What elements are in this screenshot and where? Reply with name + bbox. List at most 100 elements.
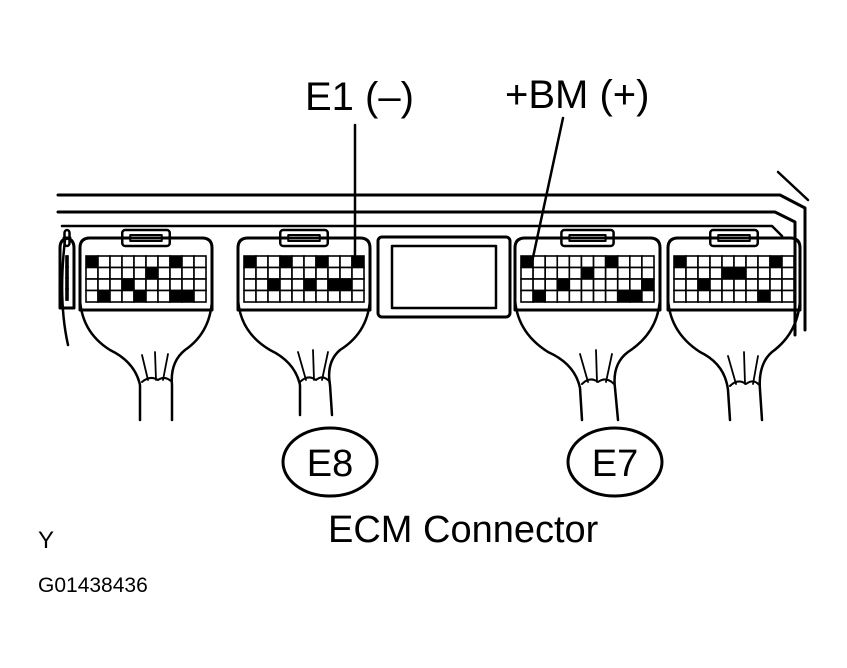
- connector-pin: [616, 266, 631, 280]
- e1-terminal-label: E1 (–): [305, 75, 414, 119]
- connector-pin: [303, 278, 317, 292]
- connector-pin: [315, 278, 329, 292]
- connector-pin: [279, 289, 293, 303]
- connector-pin: [757, 255, 771, 269]
- connector-pin: [181, 266, 195, 280]
- connector-pin: [169, 289, 183, 303]
- connector-pin: [781, 255, 795, 269]
- connector-shell: [236, 236, 372, 312]
- connector-pin: [169, 255, 183, 269]
- connector-pin: [291, 255, 305, 269]
- connector-pin: [157, 278, 171, 292]
- connector-pin: [685, 266, 699, 280]
- connector-pin: [641, 278, 655, 292]
- connector-pin: [243, 255, 257, 269]
- connector-pin: [745, 289, 759, 303]
- connector-pin: [133, 266, 147, 280]
- connector-latch-slot: [717, 234, 751, 242]
- connector-pin: [85, 266, 99, 280]
- connector-pin: [604, 289, 619, 303]
- diagram-caption: ECM Connector: [328, 509, 599, 551]
- connector-left-partial: [58, 228, 76, 310]
- connector-pin: [327, 278, 341, 292]
- connector-pin: [109, 278, 123, 292]
- connector-latch: [120, 228, 172, 248]
- connector-pin: [733, 278, 747, 292]
- connector-pin: [339, 289, 353, 303]
- connector-pin: [255, 266, 269, 280]
- connector-pin: [109, 255, 123, 269]
- connector-pin: [157, 266, 171, 280]
- connector-pin: [255, 255, 269, 269]
- figure-code: G01438436: [38, 574, 148, 597]
- connector-pin: [145, 278, 159, 292]
- connector-pin: [303, 289, 317, 303]
- connector-pin: [568, 278, 583, 292]
- connector-pin: [769, 289, 783, 303]
- wire-harness-e7: [513, 288, 662, 422]
- connector-pin: [327, 289, 341, 303]
- connector-pin: [685, 278, 699, 292]
- connector-pin: [243, 289, 257, 303]
- connector-pin: [193, 278, 207, 292]
- connector-pin: [745, 278, 759, 292]
- connector-pin: [733, 289, 747, 303]
- connector-pin: [109, 289, 123, 303]
- connector-pin: [781, 278, 795, 292]
- connector-pin: [267, 278, 281, 292]
- connector-latch: [708, 228, 760, 248]
- connector-pin: [255, 289, 269, 303]
- connector-pin: [709, 289, 723, 303]
- connector-pin: [580, 266, 595, 280]
- connector-pin: [673, 266, 687, 280]
- connector-pin: [757, 266, 771, 280]
- connector-pin: [327, 255, 341, 269]
- connector-block: [666, 228, 802, 312]
- connector-pin: [604, 255, 619, 269]
- connector-pin: [745, 255, 759, 269]
- connector-e8-block: [236, 228, 372, 312]
- connector-pin: [556, 289, 571, 303]
- connector-pin: [580, 289, 595, 303]
- connector-pin: [267, 289, 281, 303]
- connector-pin: [697, 289, 711, 303]
- wire-harness-left-partial: [60, 238, 70, 347]
- connector-pin: [532, 266, 546, 280]
- connector-latch: [278, 228, 330, 248]
- connector-pin: [169, 278, 183, 292]
- connector-pin: [291, 278, 305, 292]
- connector-pin: [641, 255, 655, 269]
- connector-pin: [781, 266, 795, 280]
- connector-pin: [673, 289, 687, 303]
- connector-pin: [532, 289, 546, 303]
- connector-pin: [66, 266, 69, 279]
- connector-pin: [339, 266, 353, 280]
- connector-pin: [709, 278, 723, 292]
- connector-pin: [267, 266, 281, 280]
- connector-pin: [145, 289, 159, 303]
- connector-pin: [133, 278, 147, 292]
- connector-pin: [121, 255, 135, 269]
- connector-pin: [532, 255, 546, 269]
- connector-pin: [580, 255, 595, 269]
- connector-latch-slot: [129, 234, 163, 242]
- connector-pin: [532, 278, 546, 292]
- connector-pin: [121, 289, 135, 303]
- connector-pin: [685, 255, 699, 269]
- connector-pin: [351, 289, 365, 303]
- connector-pin: [327, 266, 341, 280]
- connector-pin: [721, 278, 735, 292]
- connector-pin: [592, 255, 607, 269]
- connector-pin: [193, 266, 207, 280]
- connector-pin: [157, 289, 171, 303]
- connector-pin: [85, 255, 99, 269]
- connector-pin: [66, 255, 69, 268]
- connector-pin: [303, 255, 317, 269]
- connector-e7-label: E7: [592, 443, 638, 485]
- connector-pin: [66, 288, 69, 301]
- connector-pin: [544, 255, 559, 269]
- connector-pin: [279, 255, 293, 269]
- connector-pin: [520, 278, 534, 292]
- connector-pin: [641, 289, 655, 303]
- connector-pin: [616, 255, 631, 269]
